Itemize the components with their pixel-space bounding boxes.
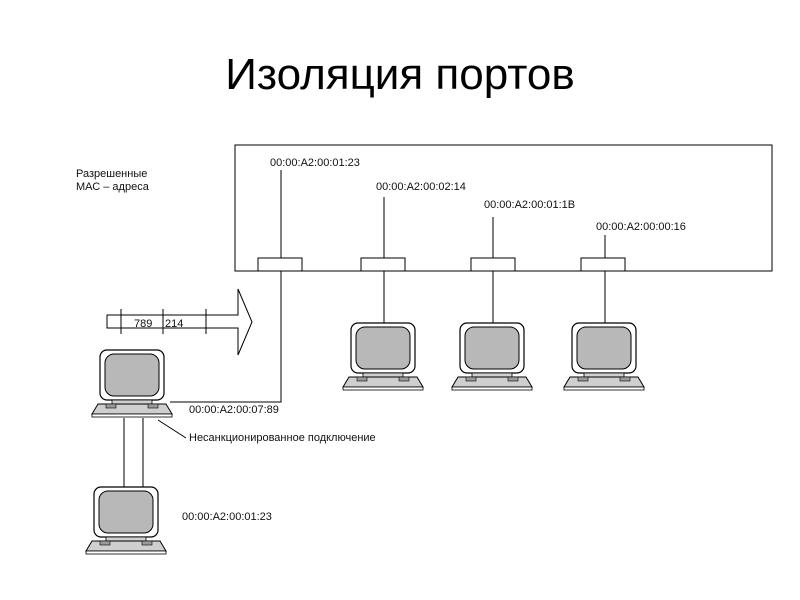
intruder-mac-label: 00:00:A2:00:07:89 (189, 404, 279, 416)
frame-arrow (106, 288, 253, 356)
pc-4 (563, 322, 645, 391)
frame-field-b: 214 (165, 318, 184, 330)
switch-port-1 (257, 257, 303, 272)
pc-2 (342, 322, 424, 391)
pc-legit (85, 486, 167, 555)
unauthorized-connection-label: Несанкционированное подключение (189, 432, 376, 444)
allowed-mac-label-line-2: МАС – адреса (76, 181, 149, 193)
switch-mac-3: 00:00:A2:00:01:1B (484, 199, 576, 211)
switch-mac-2: 00:00:A2:00:02:14 (376, 181, 466, 193)
page-title: Изоляция портов (225, 50, 575, 99)
legit-pc-mac-label: 00:00:A2:00:01:23 (182, 511, 272, 523)
pc-intruder (91, 349, 173, 418)
switch-box (234, 144, 773, 272)
switch-mac-4: 00:00:A2:00:00:16 (596, 221, 686, 233)
switch-port-4 (580, 257, 626, 272)
switch-port-2 (360, 257, 406, 272)
allowed-mac-label-line-1: Разрешенные (76, 168, 148, 180)
switch-port-3 (470, 257, 516, 272)
cable-intruder (170, 271, 282, 403)
pc-3 (451, 322, 533, 391)
switch-mac-1: 00:00:A2:00:01:23 (270, 157, 360, 169)
unauthorized-pointer (157, 419, 187, 439)
frame-field-a: 789 (134, 318, 153, 330)
